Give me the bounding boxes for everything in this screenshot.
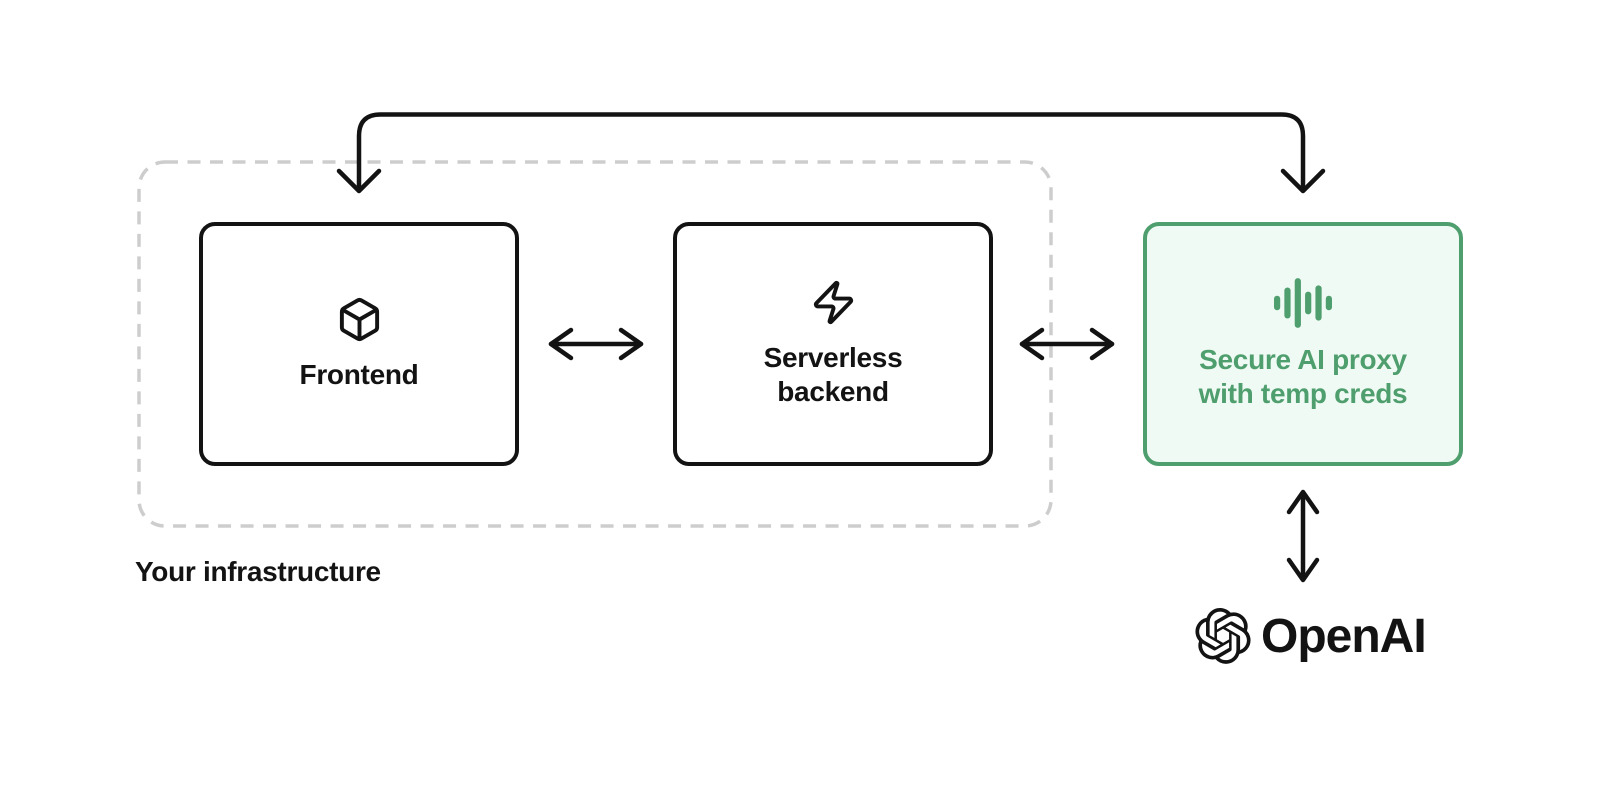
- node-serverless-backend: Serverless backend: [673, 222, 993, 466]
- openai-logo-group: OpenAI: [1195, 608, 1427, 665]
- arrowhead-down-icon: [1286, 557, 1320, 583]
- connector-frontend-proxy: [336, 112, 1326, 194]
- arrowhead-right-icon: [1089, 327, 1115, 361]
- arrowhead-up-icon: [1286, 489, 1320, 515]
- box-icon: [336, 296, 383, 343]
- openai-wordmark: OpenAI: [1261, 610, 1427, 663]
- frontend-label: Frontend: [299, 359, 419, 390]
- arrowhead-down-icon: [336, 168, 382, 194]
- connector-proxy-openai: [1286, 489, 1320, 583]
- arrowhead-right-icon: [618, 327, 644, 361]
- serverless-backend-label: Serverless backend: [763, 342, 903, 407]
- connector-backend-proxy: [1019, 327, 1115, 361]
- arrowhead-left-icon: [548, 327, 574, 361]
- openai-logo-icon: [1195, 608, 1251, 665]
- arrowhead-left-icon: [1019, 327, 1045, 361]
- infrastructure-label: Your infrastructure: [135, 556, 381, 587]
- secure-ai-proxy-label: Secure AI proxy with temp creds: [1198, 343, 1408, 409]
- infrastructure-boundary: [137, 160, 1053, 528]
- arrowhead-down-icon: [1280, 168, 1326, 194]
- node-secure-ai-proxy: Secure AI proxy with temp creds: [1143, 222, 1463, 466]
- connector-frontend-backend: [548, 327, 644, 361]
- waveform-icon: [1274, 277, 1332, 328]
- zap-icon: [810, 279, 857, 326]
- node-frontend: Frontend: [199, 222, 519, 466]
